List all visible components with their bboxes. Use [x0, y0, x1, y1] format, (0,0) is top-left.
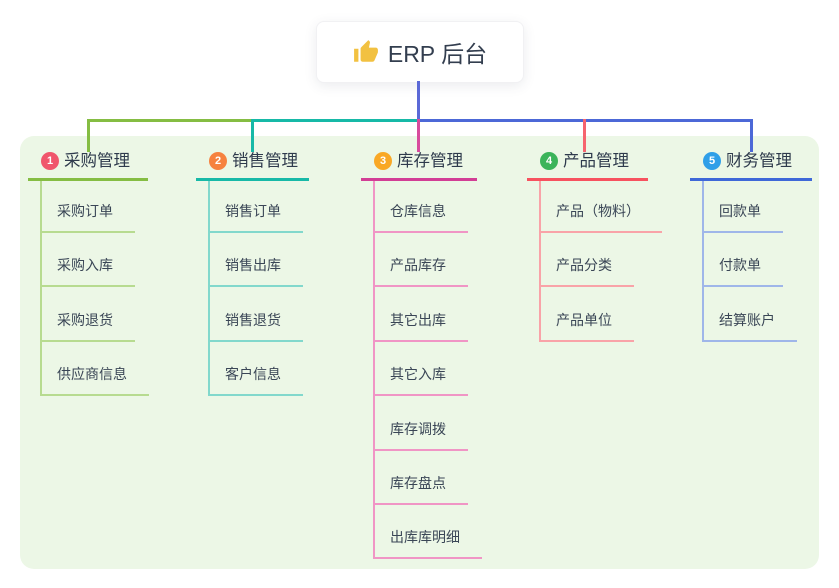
branch-drop-line-1	[87, 119, 90, 152]
branch-underline	[690, 178, 812, 181]
branch-drop-line-5	[750, 119, 753, 152]
child-node[interactable]: 销售出库	[208, 255, 303, 287]
child-node[interactable]: 产品分类	[539, 255, 634, 287]
child-node[interactable]: 库存盘点	[373, 473, 468, 505]
root-node[interactable]: ERP 后台	[316, 21, 524, 83]
child-node[interactable]: 产品库存	[373, 255, 468, 287]
child-node[interactable]: 出库库明细	[373, 527, 482, 559]
child-node[interactable]: 其它出库	[373, 310, 468, 342]
child-node[interactable]: 采购订单	[40, 201, 135, 233]
branch-number-badge: 5	[703, 152, 721, 170]
child-node[interactable]: 客户信息	[208, 364, 303, 396]
child-node[interactable]: 供应商信息	[40, 364, 149, 396]
child-node[interactable]: 回款单	[702, 201, 783, 233]
branch-title-5[interactable]: 财务管理	[726, 152, 792, 170]
branch-underline	[527, 178, 648, 181]
branch-underline	[196, 178, 309, 181]
branch-drop-line-2	[251, 119, 254, 152]
branch-title-2[interactable]: 销售管理	[232, 152, 298, 170]
branch-underline	[28, 178, 148, 181]
branches-panel	[20, 136, 819, 569]
child-node[interactable]: 付款单	[702, 255, 783, 287]
branch-title-3[interactable]: 库存管理	[397, 152, 463, 170]
child-node[interactable]: 库存调拨	[373, 419, 468, 451]
branch-child-connector	[702, 181, 704, 342]
child-node[interactable]: 销售退货	[208, 310, 303, 342]
child-node[interactable]: 结算账户	[702, 310, 797, 342]
branch-child-connector	[40, 181, 42, 396]
root-connector-line	[417, 81, 420, 120]
branch-drop-line-3	[417, 119, 420, 152]
bus-line-segment-2	[251, 119, 419, 122]
branch-number-badge: 3	[374, 152, 392, 170]
child-node[interactable]: 产品单位	[539, 310, 634, 342]
child-node[interactable]: 销售订单	[208, 201, 303, 233]
root-title: ERP 后台	[387, 41, 488, 67]
branch-child-connector	[539, 181, 541, 342]
branch-underline	[361, 178, 477, 181]
child-node[interactable]: 仓库信息	[373, 201, 468, 233]
thumbs-up-icon	[353, 39, 379, 65]
branch-child-connector	[208, 181, 210, 396]
branch-child-connector	[373, 181, 375, 559]
branch-number-badge: 1	[41, 152, 59, 170]
child-node[interactable]: 其它入库	[373, 364, 468, 396]
child-node[interactable]: 采购退货	[40, 310, 135, 342]
branch-title-1[interactable]: 采购管理	[64, 152, 130, 170]
bus-line-segment-1	[87, 119, 253, 122]
thumb-path	[353, 40, 378, 62]
child-node[interactable]: 采购入库	[40, 255, 135, 287]
branch-number-badge: 4	[540, 152, 558, 170]
branch-drop-line-4	[583, 119, 586, 152]
branch-title-4[interactable]: 产品管理	[563, 152, 629, 170]
branch-number-badge: 2	[209, 152, 227, 170]
child-node[interactable]: 产品（物料）	[539, 201, 662, 233]
